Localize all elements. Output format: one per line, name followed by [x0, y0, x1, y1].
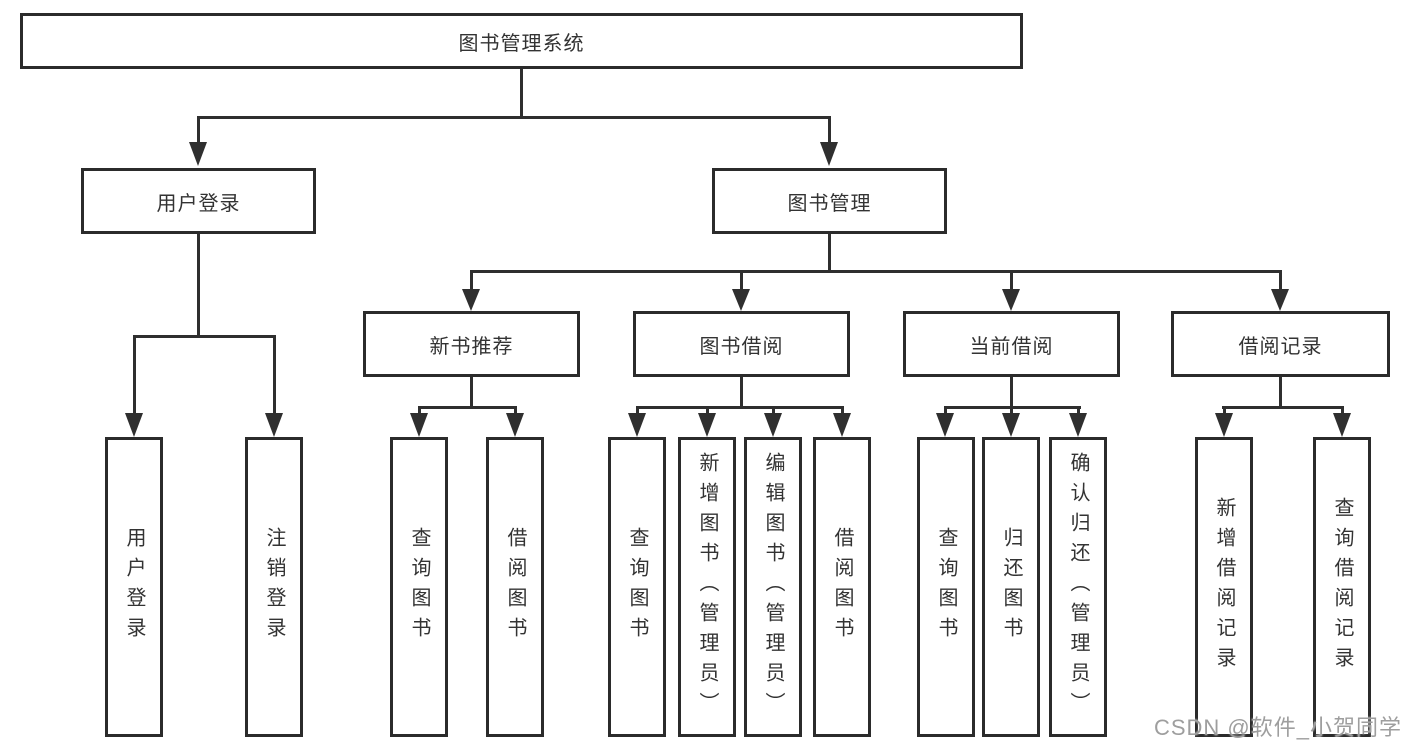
connector-line — [133, 335, 136, 413]
arrowhead-down-icon — [1069, 413, 1087, 437]
node-root-label: 图书管理系统 — [458, 32, 585, 55]
node-user-login-label: 用户登录 — [156, 192, 241, 215]
node-book-borrow: 图书借阅 — [633, 311, 850, 377]
connector-line — [944, 406, 947, 415]
connector-line — [740, 377, 743, 408]
leaf-edit-book-admin: 编辑图书（管理员） — [744, 437, 802, 737]
connector-line — [740, 270, 743, 289]
arrowhead-down-icon — [1215, 413, 1233, 437]
connector-line — [1077, 406, 1080, 415]
connector-line — [197, 116, 200, 142]
node-borrow-records-label: 借阅记录 — [1238, 335, 1323, 358]
leaf-borrow-query-books: 查询图书 — [608, 437, 666, 737]
connector-line — [636, 406, 639, 415]
leaf-borrow-books: 借阅图书 — [813, 437, 871, 737]
leaf-user-login: 用户登录 — [105, 437, 163, 737]
arrowhead-down-icon — [506, 413, 524, 437]
connector-line — [706, 406, 709, 415]
connector-line — [273, 335, 276, 413]
leaf-confirm-return-admin-label: 确认归还（管理员） — [1067, 452, 1089, 722]
node-current-borrow-label: 当前借阅 — [969, 335, 1054, 358]
connector-line — [470, 377, 473, 408]
leaf-confirm-return-admin: 确认归还（管理员） — [1049, 437, 1107, 737]
connector-line — [841, 406, 844, 415]
leaf-query-borrow-record-label: 查询借阅记录 — [1331, 497, 1353, 677]
leaf-add-book-admin-label: 新增图书（管理员） — [696, 452, 718, 722]
connector-line — [133, 335, 276, 338]
node-book-borrow-label: 图书借阅 — [699, 335, 784, 358]
connector-line — [772, 406, 775, 415]
node-new-book-recommend: 新书推荐 — [363, 311, 580, 377]
leaf-add-borrow-record-label: 新增借阅记录 — [1213, 497, 1235, 677]
leaf-newbook-borrow-books: 借阅图书 — [486, 437, 544, 737]
arrowhead-down-icon — [698, 413, 716, 437]
connector-line — [418, 406, 421, 415]
arrowhead-down-icon — [833, 413, 851, 437]
leaf-query-borrow-record: 查询借阅记录 — [1313, 437, 1371, 737]
leaf-add-borrow-record: 新增借阅记录 — [1195, 437, 1253, 737]
arrowhead-down-icon — [189, 142, 207, 166]
arrowhead-down-icon — [125, 413, 143, 437]
connector-line — [1279, 377, 1282, 408]
arrowhead-down-icon — [1333, 413, 1351, 437]
node-book-management-label: 图书管理 — [787, 192, 872, 215]
node-user-login: 用户登录 — [81, 168, 316, 234]
connector-line — [470, 270, 473, 289]
arrowhead-down-icon — [462, 289, 480, 311]
arrowhead-down-icon — [265, 413, 283, 437]
connector-line — [636, 406, 844, 409]
connector-line — [1010, 406, 1013, 415]
node-borrow-records: 借阅记录 — [1171, 311, 1390, 377]
arrowhead-down-icon — [1271, 289, 1289, 311]
leaf-logout-label: 注销登录 — [263, 527, 285, 647]
arrowhead-down-icon — [628, 413, 646, 437]
arrowhead-down-icon — [1002, 289, 1020, 311]
connector-line — [1279, 270, 1282, 289]
leaf-edit-book-admin-label: 编辑图书（管理员） — [762, 452, 784, 722]
node-new-book-recommend-label: 新书推荐 — [429, 335, 514, 358]
arrowhead-down-icon — [820, 142, 838, 166]
leaf-newbook-borrow-books-label: 借阅图书 — [504, 527, 526, 647]
arrowhead-down-icon — [936, 413, 954, 437]
arrowhead-down-icon — [764, 413, 782, 437]
leaf-borrow-query-books-label: 查询图书 — [626, 527, 648, 647]
leaf-user-login-label: 用户登录 — [123, 527, 145, 647]
connector-line — [418, 406, 517, 409]
leaf-newbook-query-books-label: 查询图书 — [408, 527, 430, 647]
node-root: 图书管理系统 — [20, 13, 1023, 69]
node-book-management: 图书管理 — [712, 168, 947, 234]
connector-line — [520, 69, 523, 118]
connector-line — [197, 116, 831, 119]
node-current-borrow: 当前借阅 — [903, 311, 1120, 377]
connector-line — [1341, 406, 1344, 415]
leaf-newbook-query-books: 查询图书 — [390, 437, 448, 737]
leaf-current-query-books-label: 查询图书 — [935, 527, 957, 647]
arrowhead-down-icon — [1002, 413, 1020, 437]
arrowhead-down-icon — [732, 289, 750, 311]
connector-line — [514, 406, 517, 415]
connector-line — [828, 234, 831, 272]
leaf-add-book-admin: 新增图书（管理员） — [678, 437, 736, 737]
leaf-logout: 注销登录 — [245, 437, 303, 737]
connector-line — [1222, 406, 1344, 409]
leaf-return-books-label: 归还图书 — [1000, 527, 1022, 647]
connector-line — [1010, 270, 1013, 289]
connector-line — [1223, 406, 1226, 415]
connector-line — [828, 116, 831, 142]
connector-line — [1010, 377, 1013, 408]
leaf-return-books: 归还图书 — [982, 437, 1040, 737]
connector-line — [197, 234, 200, 337]
leaf-current-query-books: 查询图书 — [917, 437, 975, 737]
leaf-borrow-books-label: 借阅图书 — [831, 527, 853, 647]
connector-line — [470, 270, 1282, 273]
csdn-watermark: CSDN @软件_小贺同学 — [1153, 715, 1402, 740]
arrowhead-down-icon — [410, 413, 428, 437]
